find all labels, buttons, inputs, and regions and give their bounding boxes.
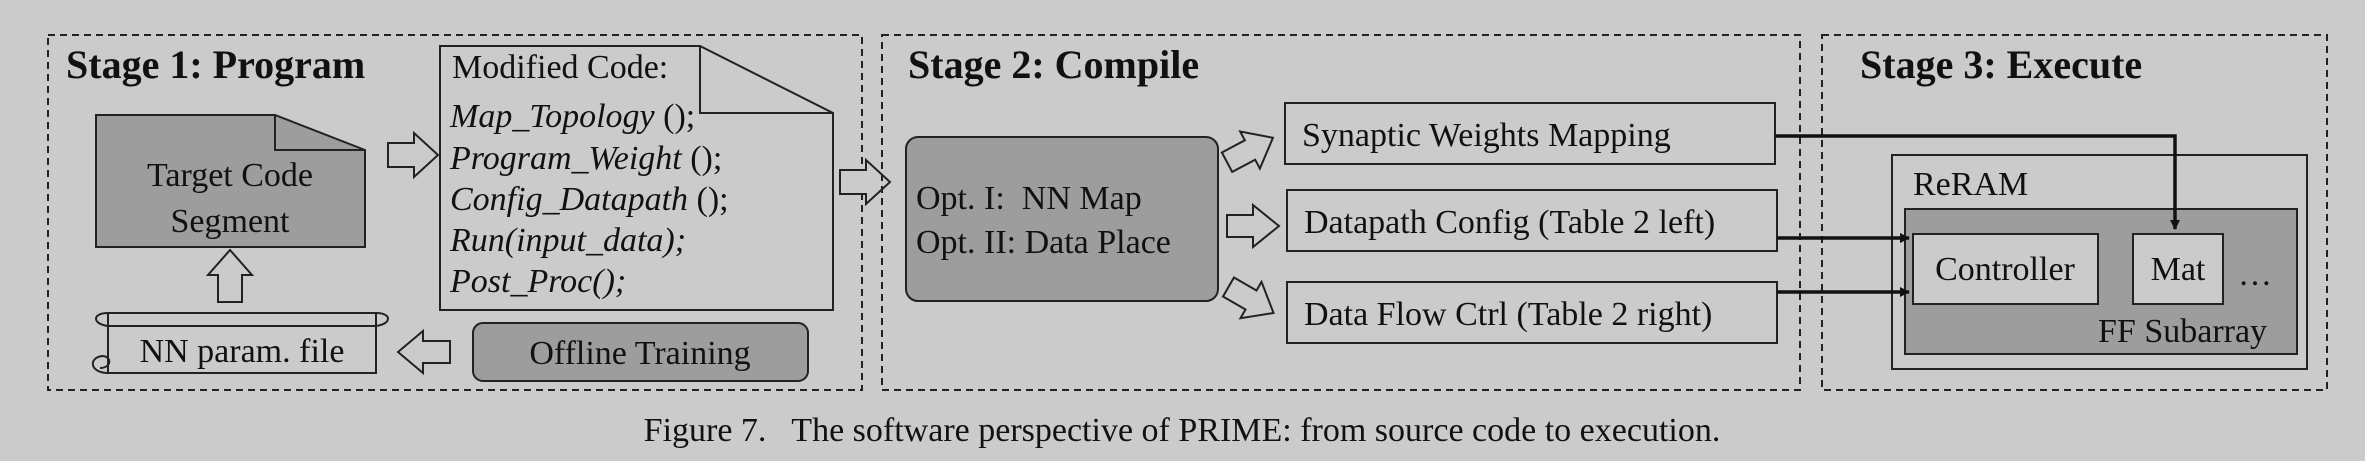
code-line-5: Post_Proc(); [449,263,626,300]
mat-box [2132,233,2224,305]
target-code-label-line2: Segment [171,203,291,240]
offline-training-box [472,322,809,382]
modified-code-fold [699,46,833,114]
up-arrow-icon [205,248,255,303]
opt2-label: Opt. II: Data Place [916,224,1171,261]
stage2-panel [881,34,1801,391]
code-line-2: Program_Weight (); [449,140,722,177]
synaptic-weights-box [1284,102,1776,165]
mat-label: Mat [2151,251,2206,288]
stage3-title: Stage 3: Execute [1860,42,2142,87]
opt1-label: Opt. I: NN Map [916,180,1142,217]
ff-subarray-label: FF Subarray [2098,313,2267,350]
target-code-document [95,114,366,248]
synaptic-weights-label: Synaptic Weights Mapping [1302,117,1671,154]
controller-box [1912,233,2099,305]
ellipsis-label: … [2238,256,2272,293]
left-arrow-icon [396,328,451,376]
modified-code-title: Modified Code: [452,49,668,86]
stage1-title: Stage 1: Program [66,42,365,87]
nn-param-scroll [92,312,389,374]
arrow-icon-to-dataflow [1221,276,1275,320]
code-line-3: Config_Datapath (); [450,181,729,218]
reram-label: ReRAM [1913,166,2028,203]
code-line-4: Run(input_data); [449,222,686,259]
code-line-1: Map_Topology (); [449,98,695,135]
controller-label: Controller [1935,251,2075,288]
data-flow-ctrl-box [1286,281,1778,344]
optimization-box [905,136,1219,302]
target-code-fold [274,115,365,151]
right-arrow-icon-1 [387,130,440,180]
data-flow-ctrl-label: Data Flow Ctrl (Table 2 right) [1304,296,1712,333]
stage1-panel [47,34,863,391]
arrow-icon-to-datapath [1226,202,1281,250]
offline-training-label: Offline Training [529,335,750,372]
nn-param-file-label: NN param. file [140,333,345,370]
arrow-icon-to-weights [1220,130,1275,174]
stage3-panel [1821,34,2328,391]
right-arrow-icon-2 [839,157,892,207]
datapath-config-label: Datapath Config (Table 2 left) [1304,204,1715,241]
stage2-title: Stage 2: Compile [908,42,1199,87]
weights-to-mat-arrow [1775,134,2180,230]
figure-caption: Figure 7. The software perspective of PR… [644,412,1721,449]
datapath-config-box [1286,189,1778,252]
target-code-label-line1: Target Code [147,157,313,194]
